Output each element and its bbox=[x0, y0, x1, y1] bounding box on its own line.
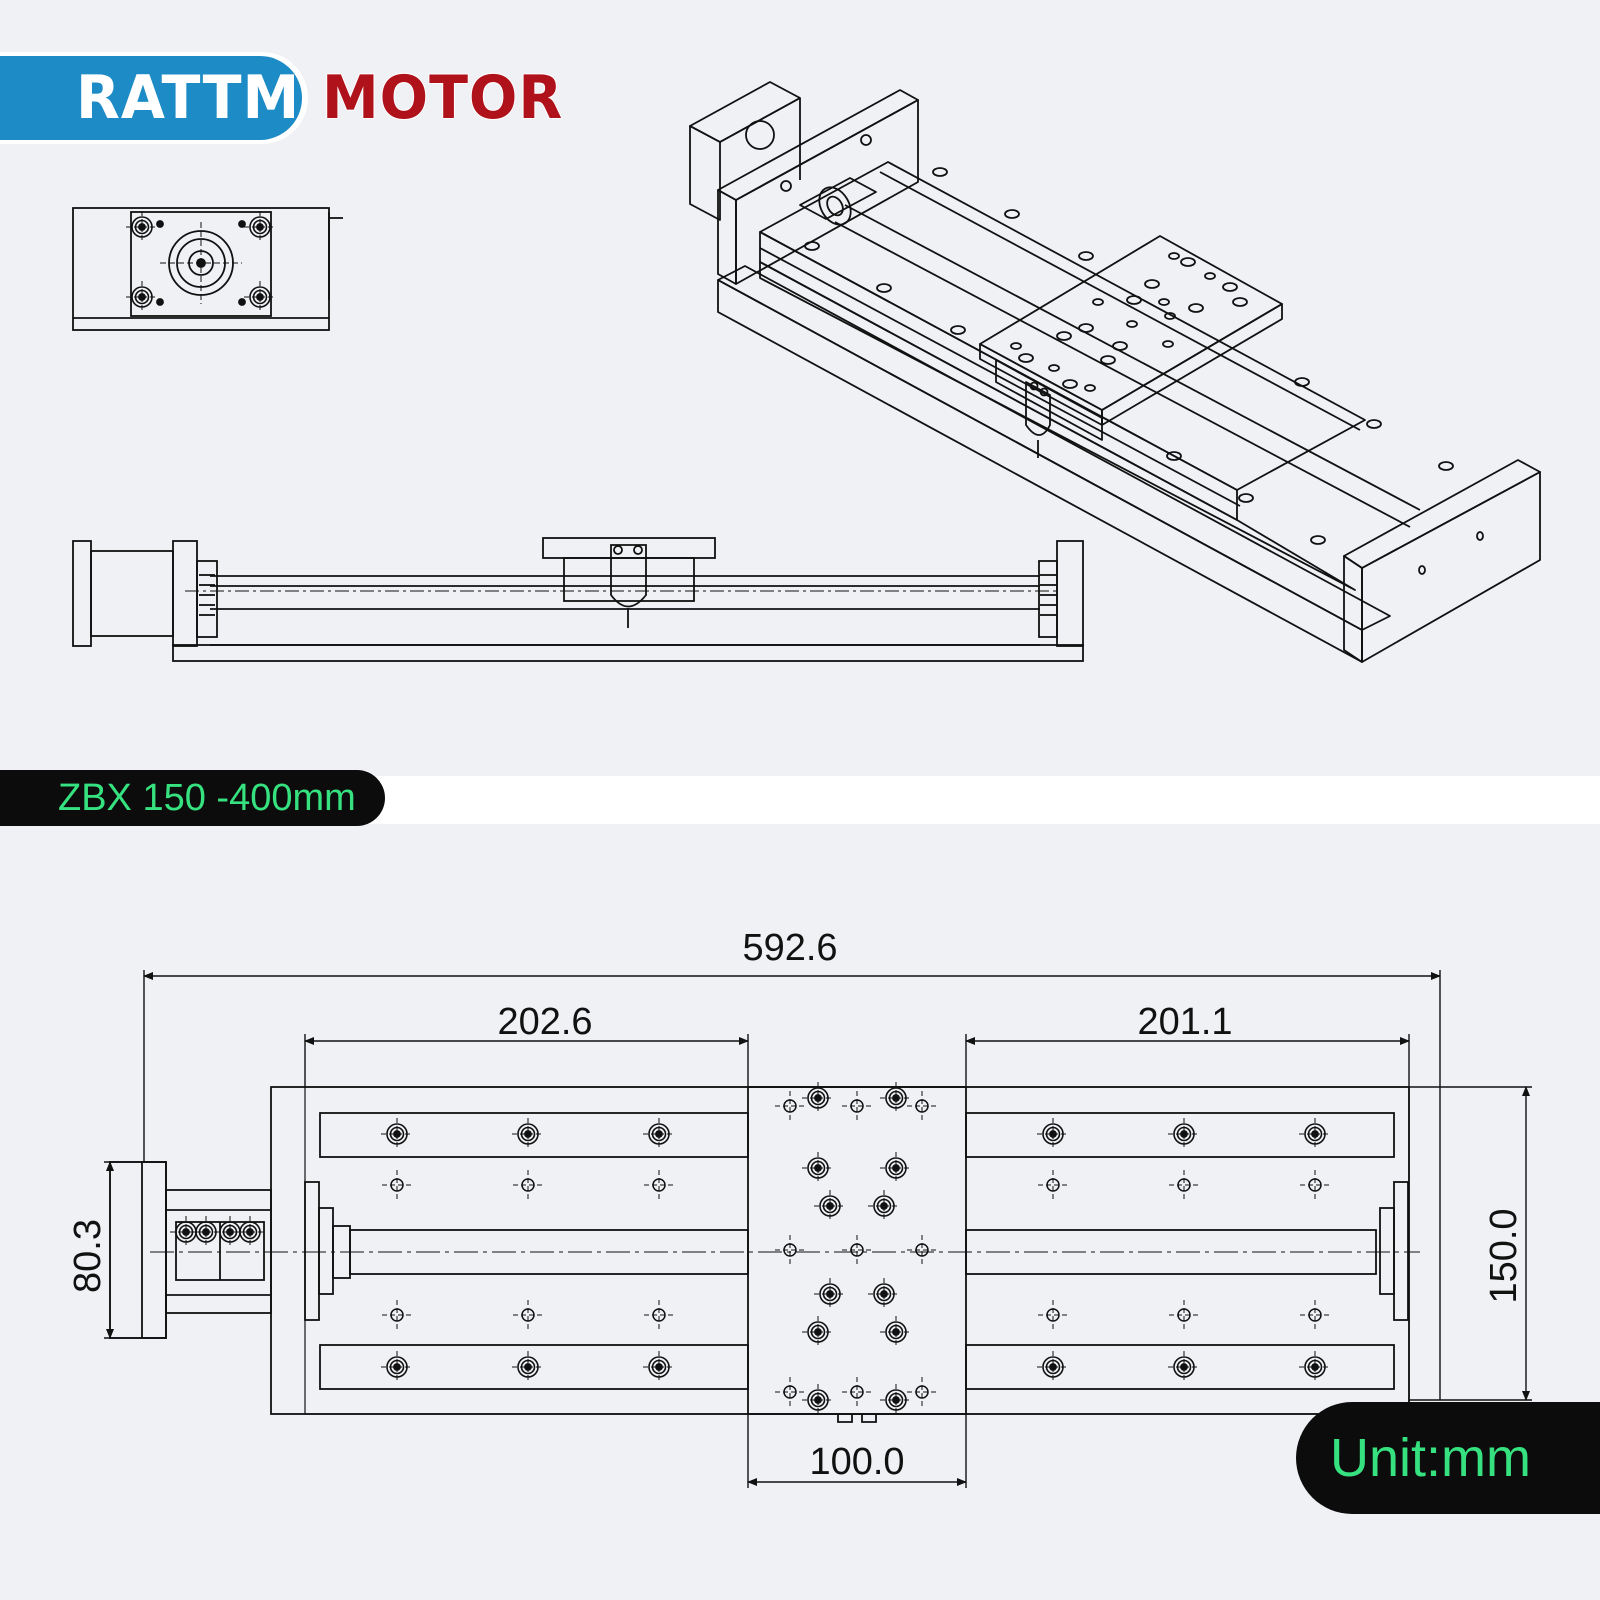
model-pill bbox=[0, 770, 385, 826]
dim-left-segment: 202.6 bbox=[497, 1001, 592, 1043]
dim-carriage-width: 100.0 bbox=[809, 1441, 904, 1483]
top-view bbox=[109, 1081, 1420, 1423]
model-label: ZBX 150 -400mm bbox=[58, 777, 356, 819]
dim-overall-width: 150.0 bbox=[1483, 1208, 1525, 1303]
dimension-lines bbox=[104, 970, 1532, 1488]
isometric-view bbox=[689, 81, 1541, 663]
logo-badge bbox=[0, 56, 302, 140]
dim-overall-length: 592.6 bbox=[742, 927, 837, 969]
side-view bbox=[72, 537, 1084, 662]
unit-label: Unit:mm bbox=[1330, 1428, 1531, 1488]
end-view bbox=[72, 207, 343, 331]
dim-right-segment: 201.1 bbox=[1137, 1001, 1232, 1043]
unit-pill bbox=[1296, 1402, 1600, 1514]
brand-name-part2: MOTOR bbox=[321, 62, 564, 134]
dim-motor-height: 80.3 bbox=[67, 1219, 109, 1293]
brand-name-part1: RATTM bbox=[76, 63, 301, 133]
